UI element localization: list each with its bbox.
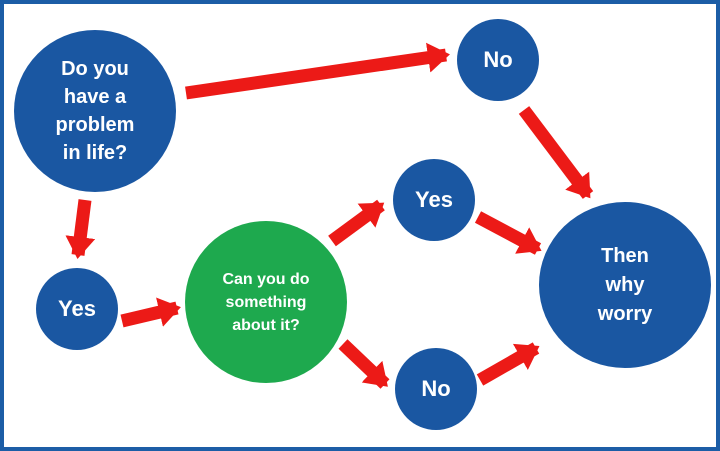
node-yes-left: Yes — [36, 268, 118, 350]
node-can-question: Can you do something about it? — [185, 221, 347, 383]
node-problem-question: Do you have a problem in life? — [14, 30, 176, 192]
node-then-why-worry: Then why worry — [539, 202, 711, 368]
node-label: Do you have a problem in life? — [55, 58, 135, 164]
arrow-problem-to-no — [185, 42, 450, 100]
arrow-can-to-yes — [328, 199, 385, 247]
node-label: No — [483, 47, 513, 72]
node-label: Can you do something about it? — [222, 270, 310, 334]
arrow-notop-to-worry — [518, 106, 594, 199]
node-label: Yes — [415, 187, 453, 212]
arrow-yes-to-worry — [474, 211, 542, 255]
node-no-bottom: No — [395, 348, 477, 430]
arrow-yes-to-can — [120, 297, 181, 328]
node-label: Yes — [58, 296, 96, 321]
node-yes-mid: Yes — [393, 159, 475, 241]
node-no-top: No — [457, 19, 539, 101]
node-label: Then why worry — [597, 244, 653, 325]
node-label: No — [421, 376, 451, 401]
arrow-no-to-worry — [476, 342, 540, 386]
arrow-problem-to-yes — [65, 199, 96, 259]
arrow-can-to-no — [338, 339, 390, 389]
